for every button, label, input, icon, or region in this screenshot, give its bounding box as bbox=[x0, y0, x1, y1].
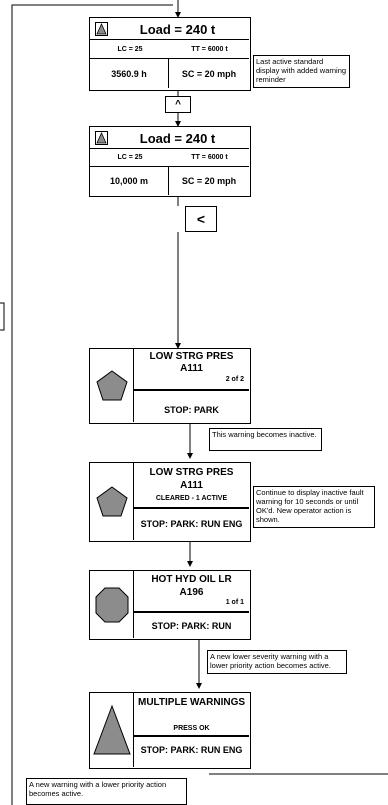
warning-screen-1: LOW STRG PRES A111 2 of 2 STOP: PARK bbox=[89, 348, 251, 424]
operator-action: STOP: PARK bbox=[164, 405, 219, 415]
triangle-icon bbox=[92, 704, 131, 755]
warning-text-panel: LOW STRG PRES A111 2 of 2 STOP: PARK bbox=[134, 349, 249, 422]
loop-line bbox=[11, 4, 173, 805]
note-continue-display: Continue to display inactive fault warni… bbox=[253, 486, 375, 528]
divider bbox=[134, 389, 249, 391]
lc-label: LC = 25 bbox=[117, 45, 143, 53]
warning-screen-2: LOW STRG PRES A111 CLEARED - 1 ACTIVE ST… bbox=[89, 462, 251, 542]
speed-label: SC = 20 mph bbox=[181, 176, 237, 186]
lc-label: LC = 25 bbox=[117, 154, 143, 161]
status-header: Load = 240 t bbox=[90, 18, 249, 40]
warning-reminder-icon bbox=[95, 22, 108, 36]
press-ok-prompt: PRESS OK bbox=[173, 724, 210, 732]
warning-icon-cell bbox=[90, 693, 134, 767]
warning-icon-cell bbox=[90, 463, 134, 540]
pentagon-icon bbox=[95, 485, 128, 516]
warning-cleared-status: CLEARED - 1 ACTIVE bbox=[155, 494, 228, 502]
note-warning-inactive: This warning becomes inactive. bbox=[209, 428, 322, 451]
warning-code: A196 bbox=[179, 586, 204, 598]
warning-title: HOT HYD OIL LR bbox=[151, 573, 232, 585]
warning-screen-4: MULTIPLE WARNINGS PRESS OK STOP: PARK: R… bbox=[89, 692, 251, 769]
warning-text-panel: HOT HYD OIL LR A196 1 of 1 STOP: PARK: R… bbox=[134, 571, 249, 638]
warning-count: 1 of 1 bbox=[225, 599, 244, 606]
pentagon-icon bbox=[95, 369, 128, 400]
up-key-button[interactable]: ^ bbox=[165, 96, 191, 113]
status-bottom-row: 10,000 m SC = 20 mph bbox=[90, 166, 249, 195]
divider bbox=[134, 507, 249, 509]
status-screen-1: Load = 240 t LC = 25 TT = 6000 t 3560.9 … bbox=[89, 17, 251, 91]
octagon-icon bbox=[95, 587, 128, 622]
tt-label: TT = 6000 t bbox=[191, 154, 228, 161]
speed-label: SC = 20 mph bbox=[181, 68, 237, 79]
operator-action: STOP: PARK: RUN bbox=[151, 621, 232, 631]
tt-label: TT = 6000 t bbox=[191, 45, 228, 53]
warning-reminder-icon bbox=[95, 131, 108, 145]
distance-reading: 10,000 m bbox=[90, 167, 169, 195]
load-label: Load = 240 t bbox=[139, 130, 216, 146]
note-last-active-display: Last active standard display with added … bbox=[253, 55, 350, 88]
status-header: Load = 240 t bbox=[90, 127, 249, 149]
warning-code: A111 bbox=[180, 362, 203, 374]
warning-icon-cell bbox=[90, 571, 134, 638]
divider bbox=[134, 735, 249, 737]
warning-screen-3: HOT HYD OIL LR A196 1 of 1 STOP: PARK: R… bbox=[89, 570, 251, 640]
left-key-button[interactable]: < bbox=[185, 206, 217, 232]
warning-text-panel: MULTIPLE WARNINGS PRESS OK STOP: PARK: R… bbox=[134, 693, 249, 767]
warning-icon-cell bbox=[90, 349, 134, 422]
divider bbox=[134, 611, 249, 613]
operator-action: STOP: PARK: RUN ENG bbox=[140, 519, 243, 529]
warning-count: 2 of 2 bbox=[225, 376, 244, 383]
warning-title: LOW STRG PRES bbox=[149, 350, 234, 362]
status-screen-2: Load = 240 t LC = 25 TT = 6000 t 10,000 … bbox=[89, 126, 251, 197]
warning-title: MULTIPLE WARNINGS bbox=[137, 696, 246, 708]
operator-action: STOP: PARK: RUN ENG bbox=[140, 745, 243, 755]
load-label: Load = 240 t bbox=[139, 21, 216, 37]
note-new-warning: A new warning with a lower priority acti… bbox=[26, 778, 187, 805]
hours-reading: 3560.9 h bbox=[90, 59, 169, 88]
note-lower-severity: A new lower severity warning with a lowe… bbox=[207, 650, 347, 674]
warning-text-panel: LOW STRG PRES A111 CLEARED - 1 ACTIVE ST… bbox=[134, 463, 249, 540]
warning-code: A111 bbox=[180, 479, 203, 491]
offscreen-fragment bbox=[0, 302, 5, 331]
warning-title: LOW STRG PRES bbox=[149, 466, 234, 478]
status-bottom-row: 3560.9 h SC = 20 mph bbox=[90, 58, 249, 89]
